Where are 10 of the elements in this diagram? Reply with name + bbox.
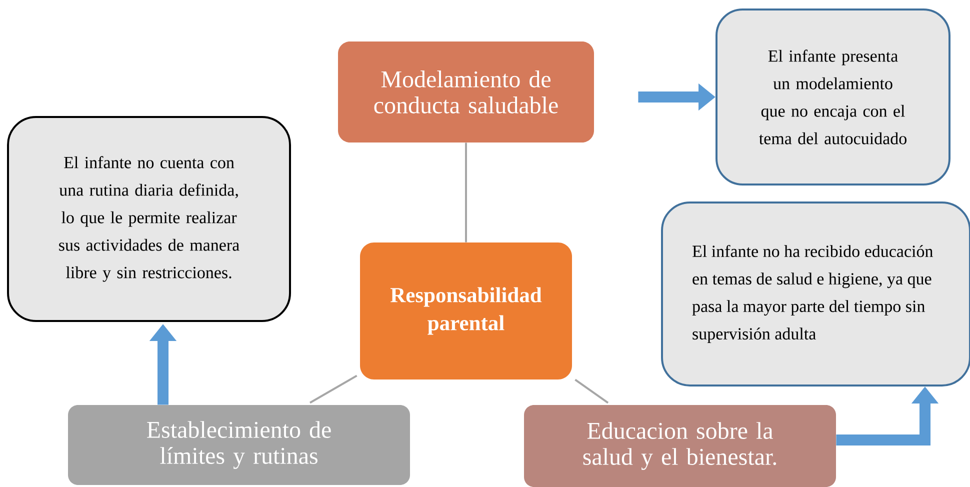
- connector-line: [574, 378, 609, 404]
- category-box: Establecimiento de límites y rutinas: [68, 405, 410, 485]
- note-box: El infante presenta un modelamiento que no encaja con el tema del autocuidado: [716, 8, 950, 186]
- topic-box: Responsabilidad parental: [360, 242, 572, 380]
- category-box: Modelamiento de conducta saludable: [338, 42, 594, 142]
- connector-line: [465, 142, 467, 242]
- note-box: El infante no ha recibido educación en temas de salud e higiene, ya que pasa la mayor parte del tiempo sin supervisión adulta: [661, 202, 970, 386]
- connector-line: [310, 374, 358, 404]
- note-box: El infante no cuenta con una rutina diaria definida, lo que le permite realizar sus actividades de manera libre y sin restricciones.: [7, 116, 291, 322]
- category-box: Educacion sobre la salud y el bienestar.: [524, 405, 836, 487]
